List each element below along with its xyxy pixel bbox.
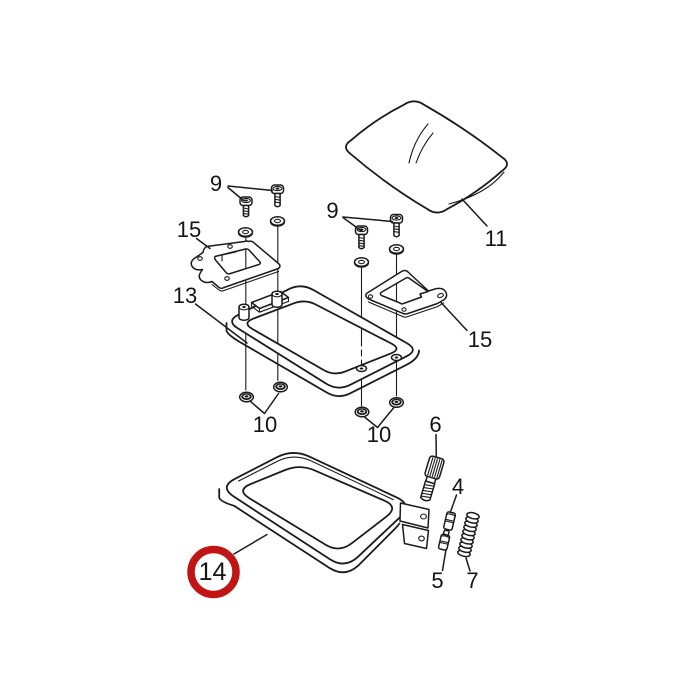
callout-lower-frame: 14 [199,558,227,586]
panel-reflection-line [415,132,434,164]
lower-frame-drawing [218,452,430,574]
leader-15-left [195,237,211,250]
callout-nut-pair-right: 10 [367,422,391,447]
panel-edge-highlight [448,171,505,205]
leader-9-left [227,185,274,202]
upper-frame-drawing [225,285,420,397]
leader-4 [450,494,458,512]
frame-rim-highlight [238,456,394,501]
plate-hole [227,244,233,249]
leader-9-right [342,216,394,232]
spacer-upper-drawing [443,511,457,531]
callout-mount-plate-right: 15 [468,327,492,352]
plate-hole [197,256,203,261]
flange-nut [272,381,289,393]
washer [237,227,254,238]
callout-spring: 7 [466,568,478,593]
leader-15-right [440,301,468,332]
washer [388,244,405,255]
callout-labels: 9 9 15 15 11 13 10 10 14 6 4 5 7 [173,171,508,593]
hinge-bracket [399,502,430,550]
leader-13 [194,303,248,344]
spacer-lower-drawing [437,529,451,551]
spring-drawing [457,511,480,558]
plate-hole [224,276,230,281]
flange-nut [354,406,370,418]
washer [269,216,286,227]
hinge-hole [418,535,425,542]
mount-plate-right-drawing [365,269,448,318]
screw-set-left-drawing [237,184,286,238]
leader-10-right [363,407,395,429]
callout-spacer-upper: 4 [452,474,464,499]
highlight-ring [187,545,240,599]
frame-thickness-edge [218,488,401,574]
leader-7 [465,557,471,572]
nut-pair-right-drawing [354,396,405,418]
nut-pair-left-drawing [238,381,289,403]
hinge-knuckle [399,502,430,529]
leader-5 [441,548,447,572]
callout-screw-set-left: 9 [210,171,222,196]
callout-nut-pair-left: 10 [253,412,277,437]
plate-hole [401,307,407,312]
leader-14 [233,533,268,555]
leader-10-left [249,392,280,415]
leader-lines [194,185,488,572]
callout-thumb-screw: 6 [429,412,441,437]
cover-panel-drawing [345,100,508,214]
callout-screw-set-right: 9 [326,198,338,223]
flange-nut [238,391,255,403]
screw-set-right-drawing [353,213,405,268]
callout-upper-frame: 13 [173,283,197,308]
hinge-knuckle [401,523,430,550]
callout-cover-panel: 11 [485,226,508,251]
plate-slot [437,292,444,299]
leader-11 [461,198,488,227]
panel-reflection-line [408,123,429,164]
hinge-hole [420,513,427,520]
mount-plate-left-drawing [190,240,281,292]
callout-spacer-lower: 5 [431,568,443,593]
spacer-body [443,511,457,531]
plate-hole [367,294,374,299]
thumb-screw-drawing [419,455,445,502]
callout-mount-plate-left: 15 [177,217,201,242]
flange-nut [388,396,405,409]
washer [353,257,370,268]
frame-thickness-edge [225,322,420,397]
